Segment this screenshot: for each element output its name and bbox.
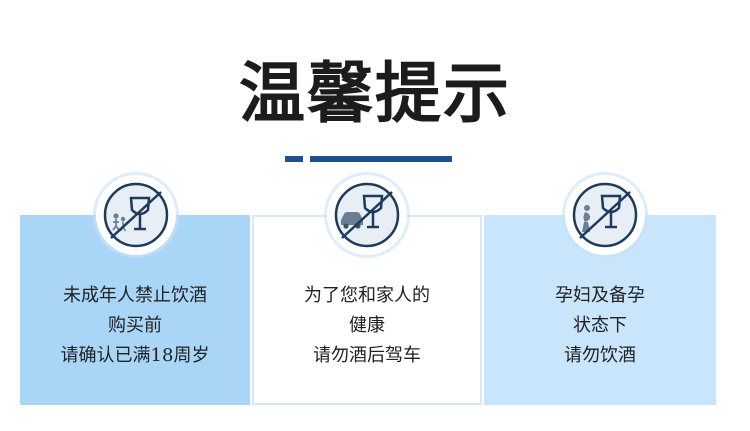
card-drink-driving-text: 为了您和家人的 健康 请勿酒后驾车	[252, 281, 482, 371]
card-line: 孕妇及备孕	[555, 285, 645, 306]
card-line: 为了您和家人的	[304, 285, 430, 306]
card-line: 请勿饮酒	[564, 345, 636, 366]
title-underline	[310, 156, 452, 162]
card-line: 请确认已满18周岁	[60, 345, 210, 366]
no-drinking-minors-icon	[96, 175, 176, 255]
no-drinking-pregnancy-icon	[565, 175, 645, 255]
page-title: 温馨提示	[239, 54, 511, 132]
card-line: 状态下	[573, 315, 627, 336]
card-line: 请勿酒后驾车	[313, 345, 421, 366]
no-drink-driving-icon	[327, 175, 407, 255]
card-line: 健康	[349, 315, 385, 336]
title-underline-accent	[285, 156, 303, 162]
card-minors-text: 未成年人禁止饮酒 购买前 请确认已满18周岁	[20, 281, 250, 371]
card-line: 未成年人禁止饮酒	[63, 285, 207, 306]
card-line: 购买前	[108, 315, 162, 336]
card-pregnancy-text: 孕妇及备孕 状态下 请勿饮酒	[485, 281, 715, 371]
